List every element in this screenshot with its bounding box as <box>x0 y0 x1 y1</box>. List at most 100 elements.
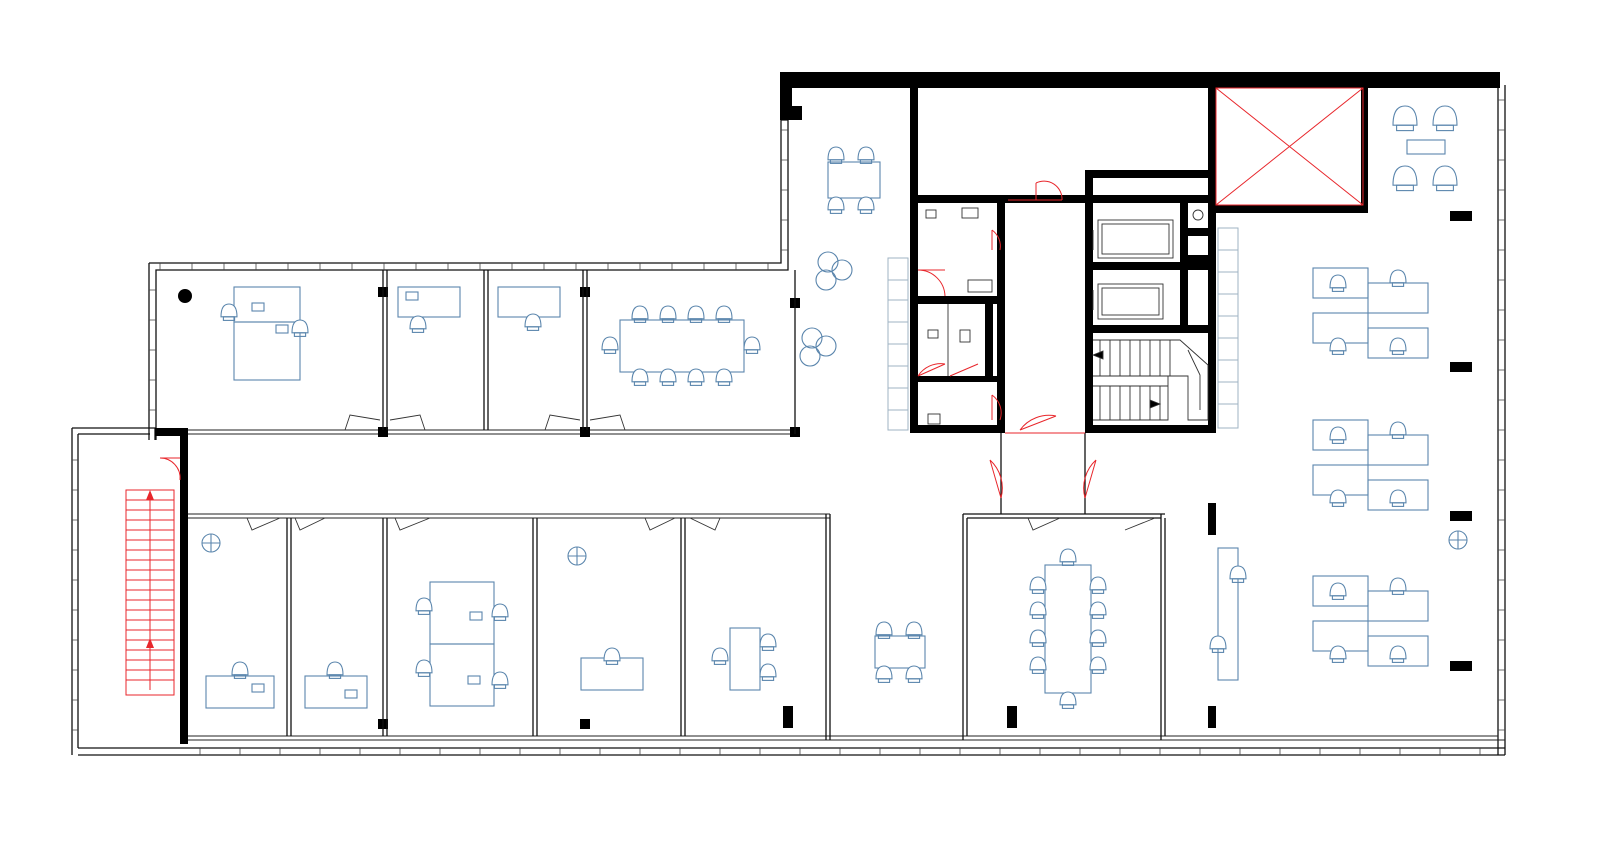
lounge-chair <box>815 335 837 357</box>
chair <box>1029 601 1047 619</box>
chair <box>1389 489 1407 507</box>
lounge-chair <box>817 251 839 273</box>
chair <box>743 336 761 354</box>
desk <box>497 286 561 318</box>
chair <box>875 665 893 683</box>
desk <box>619 319 745 373</box>
chair <box>1029 576 1047 594</box>
desk <box>827 161 881 199</box>
monitor-icon <box>467 675 481 685</box>
chair <box>1329 337 1347 355</box>
doors <box>159 180 1097 499</box>
chair <box>1389 421 1407 439</box>
chair <box>857 196 875 214</box>
chair <box>1432 165 1458 192</box>
desk <box>1367 434 1429 466</box>
chair <box>827 146 845 164</box>
chair <box>711 647 729 665</box>
chair <box>1029 629 1047 647</box>
escape-stair <box>125 489 175 696</box>
desk <box>1367 327 1429 359</box>
chair <box>326 661 344 679</box>
plant-leaves <box>568 547 586 565</box>
chair <box>827 196 845 214</box>
chair <box>659 305 677 323</box>
chair <box>601 336 619 354</box>
chair <box>687 368 705 386</box>
plant-leaves <box>1449 531 1467 549</box>
lounge-chair <box>831 259 853 281</box>
partitions <box>286 270 1166 740</box>
desk <box>233 286 301 323</box>
chair <box>1329 426 1347 444</box>
chair <box>1089 656 1107 674</box>
plant-leaves <box>202 534 220 552</box>
monitor-icon <box>469 611 483 621</box>
chair <box>1329 489 1347 507</box>
desk <box>233 321 301 381</box>
chair <box>415 597 433 615</box>
core-stair <box>1091 339 1209 421</box>
chair <box>1329 645 1347 663</box>
chair <box>759 633 777 651</box>
chair <box>659 368 677 386</box>
desk <box>1367 590 1429 622</box>
chair <box>603 647 621 665</box>
chair <box>491 671 509 689</box>
lounge-chair <box>801 327 823 349</box>
lounge-chair <box>815 269 837 291</box>
desk <box>1367 479 1429 511</box>
monitor-icon <box>344 689 358 699</box>
window-mullions <box>72 99 1505 755</box>
chair <box>1392 105 1418 132</box>
chair <box>631 305 649 323</box>
chair <box>857 146 875 164</box>
chair <box>875 621 893 639</box>
lockers <box>887 227 1239 431</box>
chair <box>1389 577 1407 595</box>
chair <box>905 621 923 639</box>
chair <box>524 313 542 331</box>
chair <box>1089 601 1107 619</box>
chair <box>1089 576 1107 594</box>
desk <box>874 635 926 669</box>
facade-outline <box>71 85 1506 756</box>
desk <box>1217 547 1239 681</box>
desk <box>429 643 495 707</box>
chair <box>905 665 923 683</box>
desk <box>729 627 761 691</box>
chair <box>1089 629 1107 647</box>
restroom-fixtures <box>925 207 993 425</box>
chair <box>1432 105 1458 132</box>
chair <box>491 603 509 621</box>
chair <box>1329 274 1347 292</box>
chair <box>291 319 309 337</box>
monitor-icon <box>251 683 265 693</box>
chair <box>1059 548 1077 566</box>
elevators <box>1092 209 1204 320</box>
chair <box>1209 635 1227 653</box>
chair <box>415 659 433 677</box>
desk <box>304 675 368 709</box>
chair <box>759 663 777 681</box>
chair <box>1389 645 1407 663</box>
desk <box>397 286 461 318</box>
chair <box>1029 656 1047 674</box>
shaft <box>1215 87 1364 206</box>
chair <box>1229 565 1247 583</box>
monitor-icon <box>405 291 419 301</box>
chair <box>1329 582 1347 600</box>
office-doors <box>246 414 1156 531</box>
chair <box>1389 269 1407 287</box>
chair <box>231 661 249 679</box>
chair <box>1059 691 1077 709</box>
furniture-layer <box>201 105 1468 709</box>
chair <box>220 303 238 321</box>
desk <box>1367 635 1429 667</box>
desk <box>1406 139 1446 155</box>
desk <box>429 581 495 645</box>
structural-walls <box>155 72 1500 744</box>
desk <box>1367 282 1429 314</box>
monitor-icon <box>275 324 289 334</box>
